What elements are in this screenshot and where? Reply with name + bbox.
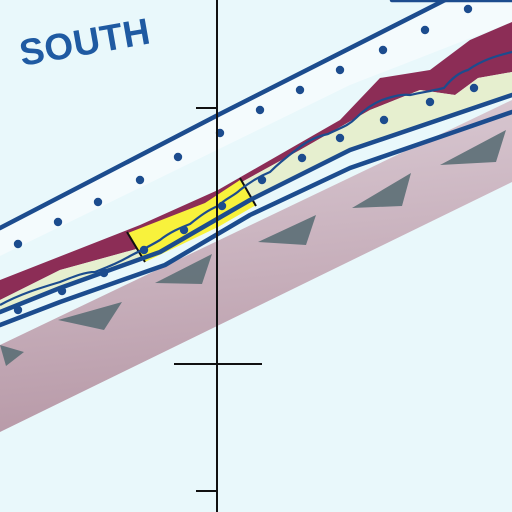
pale-green-layer <box>0 72 512 312</box>
dot-marker-icon <box>469 83 479 93</box>
dot-marker-icon <box>13 239 23 249</box>
subducting-slab <box>0 100 512 432</box>
triangle-arrow-icon <box>258 215 316 245</box>
dot-marker-icon <box>420 25 430 35</box>
dot-marker-icon <box>13 305 23 315</box>
triangle-arrow-icon <box>58 302 122 330</box>
dot-marker-icon <box>53 217 63 227</box>
dot-marker-icon <box>379 115 389 125</box>
dotted-layer <box>0 0 512 256</box>
dot-marker-icon <box>425 97 435 107</box>
dot-marker-icon <box>57 286 67 296</box>
dot-marker-icon <box>335 133 345 143</box>
dot-marker-icon <box>255 105 265 115</box>
dot-marker-icon <box>217 201 227 211</box>
dot-markers <box>13 4 479 315</box>
vertical-axis <box>174 0 262 512</box>
dot-marker-icon <box>99 268 109 278</box>
triangle-arrow-icon <box>0 345 24 366</box>
dot-marker-icon <box>295 85 305 95</box>
dot-marker-icon <box>257 175 267 185</box>
triangle-arrow-icon <box>440 130 506 165</box>
dot-marker-icon <box>135 175 145 185</box>
dot-marker-icon <box>335 65 345 75</box>
motion-arrows <box>0 130 506 366</box>
dot-marker-icon <box>179 225 189 235</box>
red-layer <box>0 22 512 300</box>
dot-marker-icon <box>139 245 149 255</box>
dot-marker-icon <box>173 152 183 162</box>
dot-marker-icon <box>93 197 103 207</box>
triangle-arrow-icon <box>155 254 212 284</box>
dot-marker-icon <box>463 4 473 14</box>
dot-marker-icon <box>297 153 307 163</box>
triangle-arrow-icon <box>352 173 411 208</box>
dot-marker-icon <box>378 45 388 55</box>
wavy-contact-line <box>0 50 512 306</box>
